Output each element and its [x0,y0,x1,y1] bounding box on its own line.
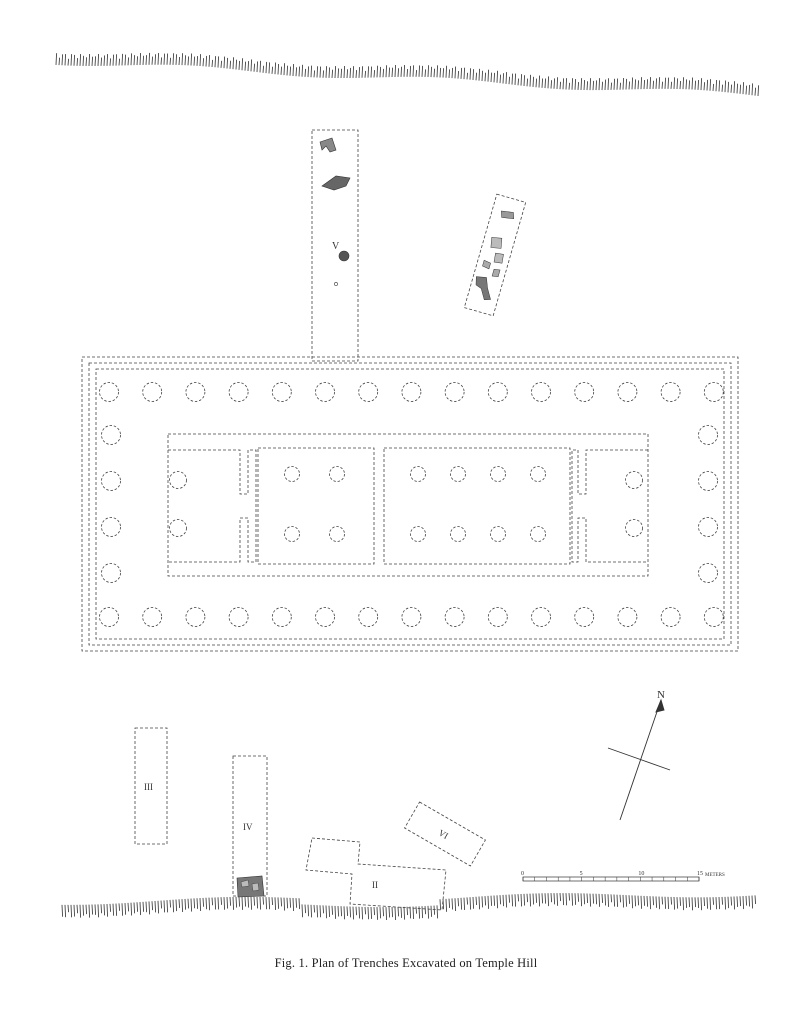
trench-v: V [311,129,359,362]
peristyle-column [574,382,595,402]
scale-bar-label: 10 [638,871,644,877]
peristyle-column [531,382,551,402]
peristyle-columns [99,382,724,627]
peristyle-column [99,607,119,627]
pronaos-wall-west [168,449,257,563]
peristyle-column [698,517,718,537]
north-label: N [657,689,665,701]
naos-column [284,526,300,542]
naos-column [284,466,300,482]
peristyle-column [271,607,292,627]
trench-v-post [334,282,338,286]
peristyle-column [142,382,163,402]
naos-column [450,526,466,542]
trench-iv-rubble [236,875,265,898]
naos-column [410,466,426,482]
figure-caption: Fig. 1. Plan of Trenches Excavated on Te… [274,956,538,970]
scale-bar-unit: METERS [705,873,725,878]
naos-column [490,526,506,542]
temple-platform [81,356,739,652]
peristyle-column [487,382,508,402]
peristyle-column [703,382,724,402]
peristyle-column [315,382,335,402]
cella [167,433,649,577]
trench-ii: II [305,837,447,911]
naos-column [450,466,466,482]
trench-vi-label: VI [437,828,450,841]
trench-unlabeled [463,193,527,317]
trench-iii-label: III [144,782,153,792]
peristyle-column [617,607,638,627]
peristyle-column [99,382,119,402]
trench-iv-label: IV [243,822,253,832]
interior-columns [169,466,643,542]
peristyle-column [444,607,465,627]
north-arrow: N [607,689,671,821]
peristyle-column [185,607,206,627]
peristyle-column [401,607,422,627]
peristyle-column [101,517,121,537]
peristyle-column [698,425,718,445]
peristyle-column [660,607,681,627]
pronaos-wall-east [571,449,648,563]
trench-v-label: V [332,241,340,252]
scale-bar-frame [522,876,700,882]
peristyle-column [142,607,163,627]
peristyle-column [698,563,718,583]
peristyle-column [444,382,465,402]
peristyle-column [358,607,379,627]
scale-bar-label: 5 [580,871,583,877]
trench-iii: III [134,727,168,845]
porch-column [625,471,643,489]
peristyle-column [228,382,249,402]
peristyle-column [401,382,422,402]
trench-v-find-2 [321,175,351,191]
naos-column [329,526,345,542]
cella-outline [167,433,649,577]
porch-column [169,471,187,489]
naos-column [530,466,546,482]
trench-ii-label: II [372,880,378,890]
naos-column [329,466,345,482]
peristyle-column [101,425,121,445]
porch-column [169,519,187,537]
peristyle-column [703,607,724,627]
scale-bar-label: 0 [521,871,524,877]
peristyle-column [574,607,595,627]
peristyle-column [315,607,335,627]
peristyle-column [660,382,681,402]
peristyle-column [617,382,638,402]
peristyle-column [185,382,206,402]
trench-v-well [338,250,350,262]
peristyle-column [358,382,379,402]
trench-iv: IV [232,755,268,898]
top-terrain-edge [55,52,760,97]
naos-column [410,526,426,542]
trench-vi: VI [404,801,486,867]
peristyle-column [101,471,121,491]
peristyle-column [228,607,249,627]
naos-column [530,526,546,542]
naos-room-west [257,447,375,565]
scale-bar-label: 15 [697,871,703,877]
peristyle-column [101,563,121,583]
peristyle-column [271,382,292,402]
peristyle-column [698,471,718,491]
porch-column [625,519,643,537]
naos-column [490,466,506,482]
bottom-terrain-edge [61,893,757,921]
peristyle-column [531,607,551,627]
trench-v-find-1 [319,137,337,153]
peristyle-column [487,607,508,627]
naos-room-east [383,447,571,565]
